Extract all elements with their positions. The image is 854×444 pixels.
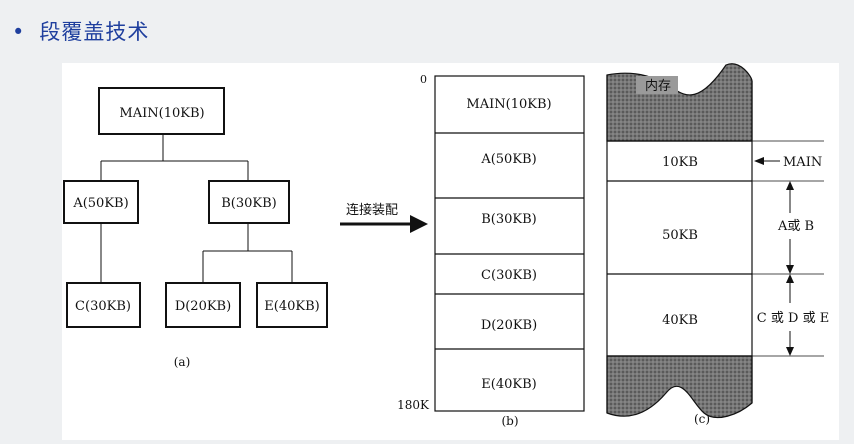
overlay-figure: MAIN(10KB) A(50KB) B(30KB) C(30KB) D(20K…	[62, 63, 839, 440]
memory-label-ab: A或 B	[777, 219, 814, 234]
linked-segment-b: B(30KB)	[481, 212, 537, 227]
memory-block-ab: 50KB	[662, 228, 698, 243]
main-pointer	[754, 157, 780, 165]
tree-node-e: E(40KB)	[264, 299, 319, 314]
memory-title: 内存	[645, 78, 671, 94]
tree-node-d: D(20KB)	[175, 299, 231, 314]
overlay-diagram: MAIN(10KB) A(50KB) B(30KB) C(30KB) D(20K…	[63, 63, 829, 428]
memory-label-main: MAIN	[783, 155, 822, 170]
memory-title-bg	[636, 76, 678, 94]
arrow-label: 连接装配	[346, 202, 398, 218]
caption-c: (c)	[694, 412, 710, 426]
tree-node-c: C(30KB)	[75, 299, 131, 314]
memory-block-main: 10KB	[662, 155, 698, 170]
bullet: •	[12, 20, 26, 44]
tree-node-a: A(50KB)	[72, 196, 128, 211]
caption-a: (a)	[174, 355, 191, 369]
linked-column	[434, 75, 585, 412]
linked-segment-a: A(50KB)	[480, 152, 536, 167]
tree-node-b: B(30KB)	[221, 196, 277, 211]
linked-segment-c: C(30KB)	[481, 268, 537, 283]
linked-segment-main: MAIN(10KB)	[466, 97, 551, 112]
memory-block-cde: 40KB	[662, 313, 698, 328]
overlay-tree	[63, 87, 328, 328]
linked-segment-d: D(20KB)	[481, 318, 537, 333]
tree-node-main: MAIN(10KB)	[119, 106, 204, 121]
ab-span	[786, 181, 794, 274]
title-text: 段覆盖技术	[39, 20, 150, 44]
memory-label-cde: C 或 D 或 E	[757, 311, 829, 326]
link-arrow	[340, 215, 428, 233]
offset-start: 0	[420, 73, 427, 86]
slide-title: • 段覆盖技术	[12, 16, 149, 46]
memory-column	[606, 63, 824, 418]
caption-b: (b)	[501, 414, 518, 428]
linked-segment-e: E(40KB)	[481, 377, 536, 392]
offset-end: 180K	[397, 398, 430, 412]
cde-span	[786, 274, 794, 356]
